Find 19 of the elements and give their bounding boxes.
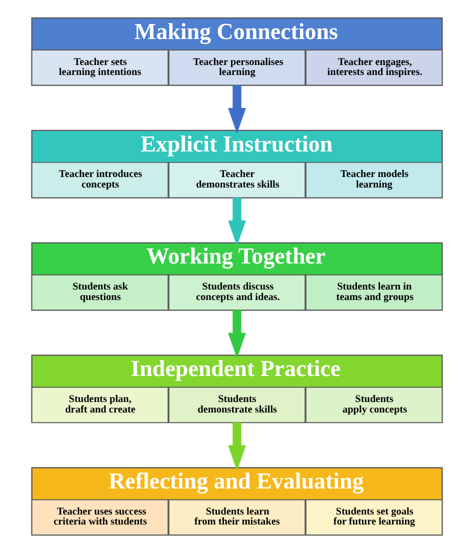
node-box: Students ask questions [31,274,169,311]
node-box: Teacher uses success criteria with students [31,499,169,536]
arrow [228,85,246,134]
node-box: Students discuss concepts and ideas. [168,274,306,311]
node-box: Teacher demonstrates skills [168,162,306,198]
node-box: Students apply concepts [305,386,443,424]
node-box: Students set goals for future learning [305,499,443,536]
arrow [228,310,246,359]
node-box: Teacher engages, interests and inspires. [305,50,443,86]
arrow [228,198,246,246]
node-box: Students learn in teams and groups [305,274,443,311]
node-box: Teacher introduces concepts [31,162,169,198]
arrow [228,422,246,471]
node-box: Teacher models learning [305,162,443,198]
node-box: Teacher personalises learning [168,50,306,86]
node-box: Students plan, draft and create [31,386,169,424]
node-box: Teacher sets learning intentions [31,50,169,86]
node-box: Students learn from their mistakes [168,499,306,536]
node-box: Students demonstrate skills [168,386,306,424]
